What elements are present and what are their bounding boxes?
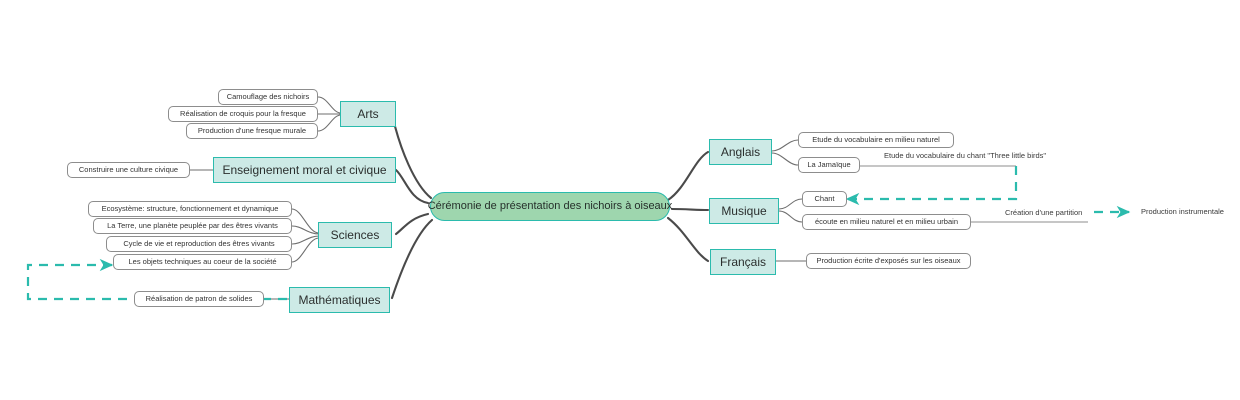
line-label-production-instrumentale: Production instrumentale — [1141, 207, 1224, 216]
leaf-sciences-4[interactable]: Les objets techniques au coeur de la soc… — [113, 254, 292, 270]
branch-francais[interactable]: Français — [710, 249, 776, 275]
leaf-musique-2[interactable]: écoute en milieu naturel et en milieu ur… — [802, 214, 971, 230]
musique-child-curves — [778, 198, 803, 223]
leaf-arts-3[interactable]: Production d'une fresque murale — [186, 123, 318, 139]
leaf-anglais-2[interactable]: La Jamaïque — [798, 157, 860, 173]
leaf-francais-1[interactable]: Production écrite d'exposés sur les oise… — [806, 253, 971, 269]
root-branch-curves-right — [666, 150, 710, 263]
leaf-musique-1[interactable]: Chant — [802, 191, 847, 207]
line-label-three-little-birds: Etude du vocabulaire du chant "Three lit… — [884, 151, 1047, 160]
dashed-link-anglais-to-chant — [845, 166, 1018, 206]
branch-enseignement-moral-et-civique[interactable]: Enseignement moral et civique — [213, 157, 396, 183]
branch-anglais[interactable]: Anglais — [709, 139, 772, 165]
sciences-child-curves — [291, 208, 320, 263]
dashed-link-maths-to-sciences — [26, 258, 367, 301]
arts-child-curves — [317, 96, 342, 132]
anglais-child-curves — [771, 139, 799, 166]
leaf-arts-2[interactable]: Réalisation de croquis pour la fresque — [168, 106, 318, 122]
line-label-creation-partition: Création d'une partition — [1005, 208, 1083, 217]
branch-arts[interactable]: Arts — [340, 101, 396, 127]
leaf-sciences-3[interactable]: Cycle de vie et reproduction des êtres v… — [106, 236, 292, 252]
leaf-arts-1[interactable]: Camouflage des nichoirs — [218, 89, 318, 105]
root-node[interactable]: Cérémonie de présentation des nichoirs à… — [428, 192, 672, 221]
leaf-sciences-2[interactable]: La Terre, une planète peuplée par des êt… — [93, 218, 292, 234]
branch-musique[interactable]: Musique — [709, 198, 779, 224]
leaf-maths-1[interactable]: Réalisation de patron de solides — [134, 291, 264, 307]
leaf-emc-1[interactable]: Construire une culture civique — [67, 162, 190, 178]
leaf-sciences-1[interactable]: Ecosystème: structure, fonctionnement et… — [88, 201, 292, 217]
root-branch-curves-left — [390, 112, 434, 300]
leaf-anglais-1[interactable]: Etude du vocabulaire en milieu naturel — [798, 132, 954, 148]
branch-sciences[interactable]: Sciences — [318, 222, 392, 248]
branch-mathematiques[interactable]: Mathématiques — [289, 287, 390, 313]
